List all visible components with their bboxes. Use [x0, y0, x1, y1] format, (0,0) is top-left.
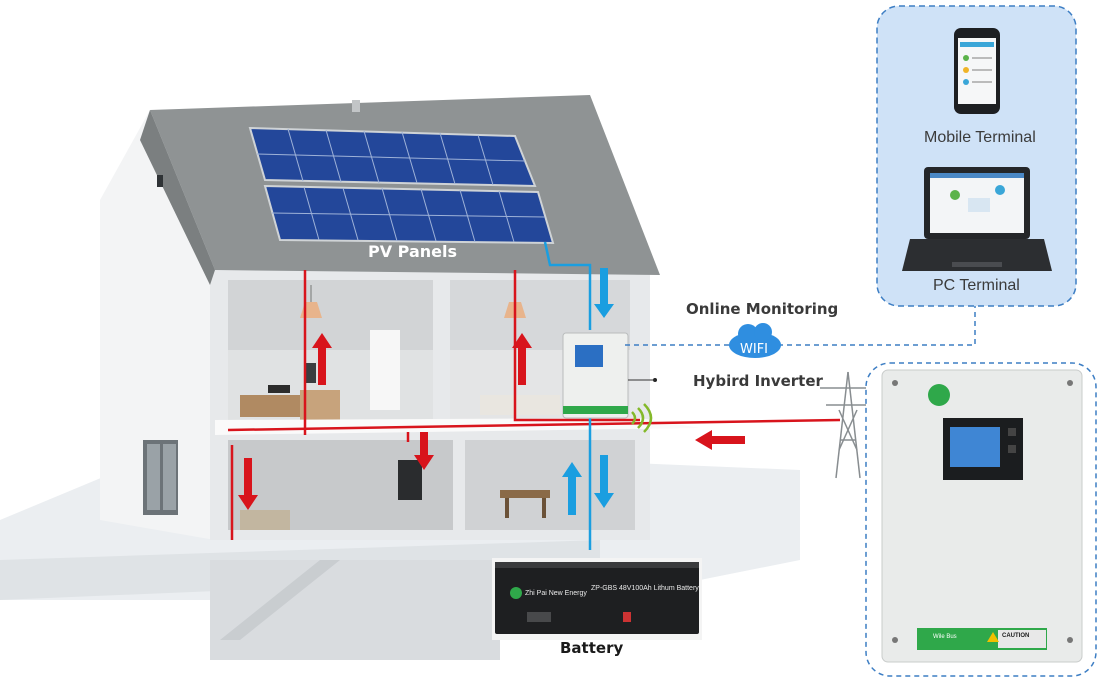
- wifi-signal-icon: [631, 403, 653, 433]
- inverter-closeup: [865, 362, 1097, 677]
- ac-arrows: [238, 333, 745, 510]
- wifi-label: WIFI: [740, 342, 768, 357]
- online-monitoring-label: Online Monitoring: [686, 300, 839, 318]
- battery-label: Battery: [560, 639, 624, 657]
- hybrid-inverter-label: Hybird Inverter: [693, 372, 823, 390]
- battery-model-text: ZP-GBS 48V100Ah Lithum Battery: [591, 585, 699, 592]
- power-pylon-icon: [820, 371, 878, 479]
- hybrid-inverter-unit: [562, 332, 629, 419]
- ac-power-flow: [227, 270, 841, 540]
- dc-arrows: [562, 268, 614, 515]
- battery-unit: [492, 558, 702, 640]
- pv-panels-label: PV Panels: [368, 242, 458, 261]
- pc-terminal-label: PC Terminal: [933, 277, 1020, 294]
- dc-power-flow: [543, 241, 592, 550]
- inverter-caution-text: CAUTION: [1002, 633, 1030, 639]
- laptop-icon: [902, 167, 1052, 271]
- mobile-phone-icon: [954, 28, 1000, 114]
- inverter-footer-text: Wile Bus: [933, 634, 957, 640]
- house: [100, 95, 700, 540]
- mobile-terminal-label: Mobile Terminal: [924, 129, 1036, 146]
- wifi-cloud-icon: [729, 323, 781, 358]
- battery-brand-text: Zhi Pai New Energy: [525, 590, 587, 597]
- pv-panels: [248, 126, 555, 245]
